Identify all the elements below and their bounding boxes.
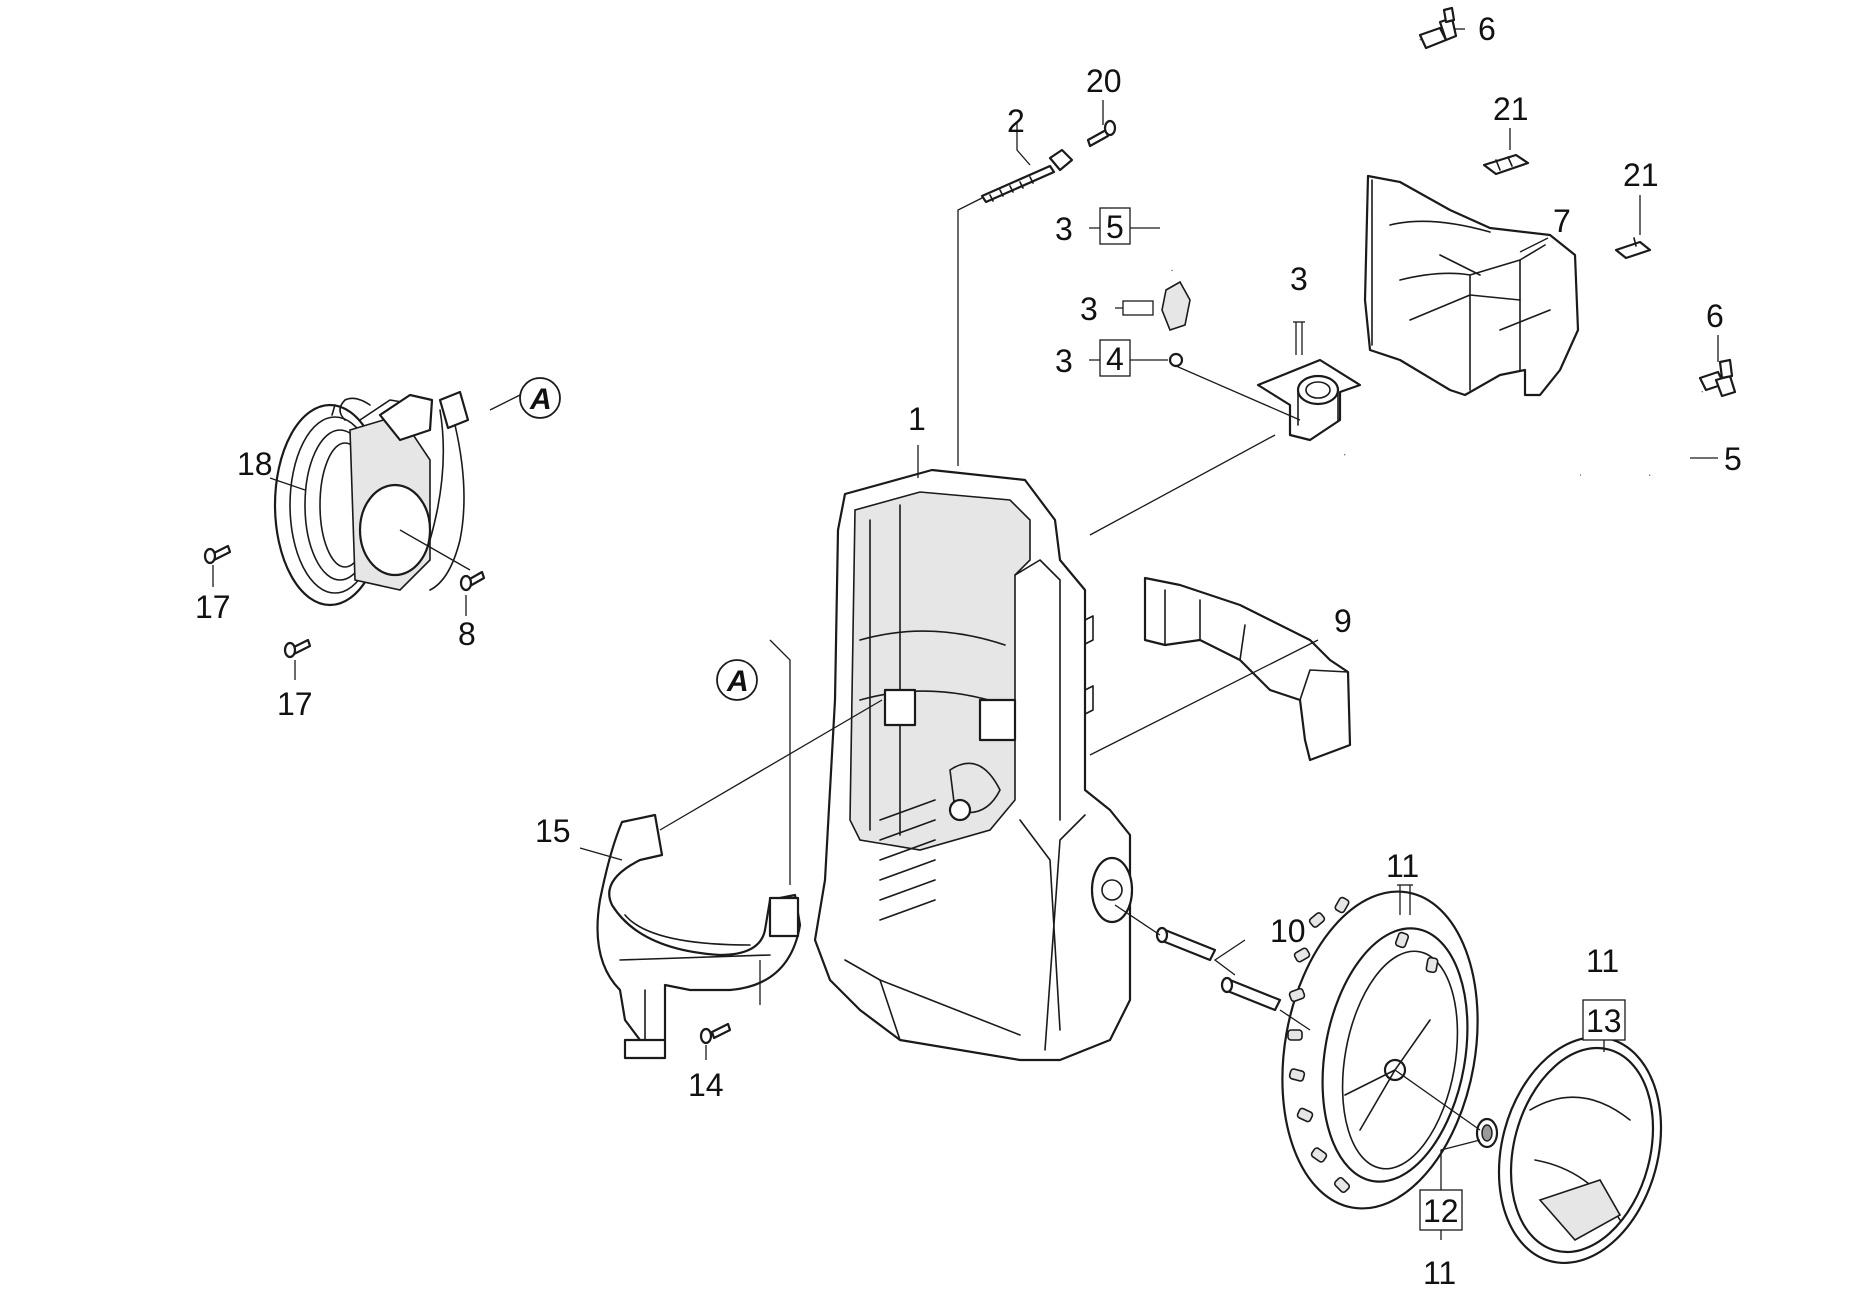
box-13-cap [1582, 999, 1626, 1041]
part-labels: 1 2 20 3 5 3 3 4 3 6 6 7 5 21 21 9 18 17… [195, 11, 1742, 1291]
label-17-lower: 17 [277, 686, 313, 722]
callout-a-housing: A [716, 659, 758, 701]
label-17-upper: 17 [195, 589, 231, 625]
part-14-screw [699, 1022, 732, 1045]
label-20: 20 [1086, 63, 1122, 99]
part-13-hub-cap [1497, 1035, 1663, 1265]
label-12-boxed: 12 [1423, 1193, 1459, 1229]
part-3-seal-housing [1256, 358, 1362, 442]
part-15-hose-holder [596, 813, 802, 1060]
label-4-ball-boxed: 4 [1106, 341, 1124, 377]
part-8-screw [459, 570, 486, 592]
part-11-wheel [1281, 890, 1479, 1210]
part-21-clip-lower [1614, 237, 1652, 260]
label-11-wheel: 11 [1386, 848, 1419, 884]
part-9-lower-cover [1143, 576, 1352, 762]
part-17-screw-lower [283, 638, 312, 659]
label-21-lower: 21 [1623, 157, 1659, 193]
box-4-ball [1099, 339, 1131, 377]
part-1-main-housing [813, 468, 1134, 1062]
part-3-valve-pieces [1161, 280, 1191, 368]
label-6-lower: 6 [1706, 298, 1724, 334]
part-12-washer [1475, 1117, 1499, 1149]
label-21-upper: 21 [1493, 91, 1529, 127]
label-1: 1 [908, 401, 926, 437]
label-3-seal: 3 [1290, 261, 1308, 297]
label-5-hose-boxed: 5 [1106, 209, 1124, 245]
part-5-upper-hose [1152, 39, 1421, 271]
box-5-hose [1099, 207, 1131, 245]
part-6-upper-connector [1418, 6, 1458, 50]
part-18-cable-reel [273, 390, 470, 607]
label-3-hose: 3 [1055, 211, 1073, 247]
box-12-washer [1419, 1189, 1463, 1231]
part-21-clip-upper [1482, 153, 1530, 176]
part-10-axle [1155, 926, 1282, 1012]
label-3-ball: 3 [1055, 343, 1073, 379]
label-7: 7 [1553, 203, 1571, 239]
wheel-tread [1287, 896, 1439, 1194]
callout-a-reel: A [519, 377, 561, 419]
part-2-spindle [980, 148, 1074, 204]
label-6-upper: 6 [1478, 11, 1496, 47]
label-13-boxed: 13 [1586, 1003, 1622, 1039]
label-5-lower: 5 [1724, 441, 1742, 477]
label-15: 15 [535, 813, 571, 849]
part-7-upper-cover [1363, 174, 1580, 397]
label-8: 8 [458, 616, 476, 652]
label-18: 18 [237, 446, 273, 482]
label-11-cap: 11 [1586, 943, 1619, 979]
callout-a-reel-text: A [529, 383, 552, 416]
label-2: 2 [1007, 103, 1025, 139]
box-3-valve [1122, 300, 1154, 316]
part-20-screw [1086, 119, 1117, 148]
label-3-valve: 3 [1080, 291, 1098, 327]
label-10: 10 [1270, 913, 1306, 949]
part-17-screw-upper [203, 544, 232, 565]
part-6-lower-connector [1698, 358, 1737, 398]
part-5-lower-hose [1344, 391, 1703, 477]
callout-a-housing-text: A [726, 665, 749, 698]
label-11-washer: 11 [1423, 1255, 1456, 1291]
label-14: 14 [688, 1067, 724, 1103]
label-9: 9 [1334, 603, 1352, 639]
